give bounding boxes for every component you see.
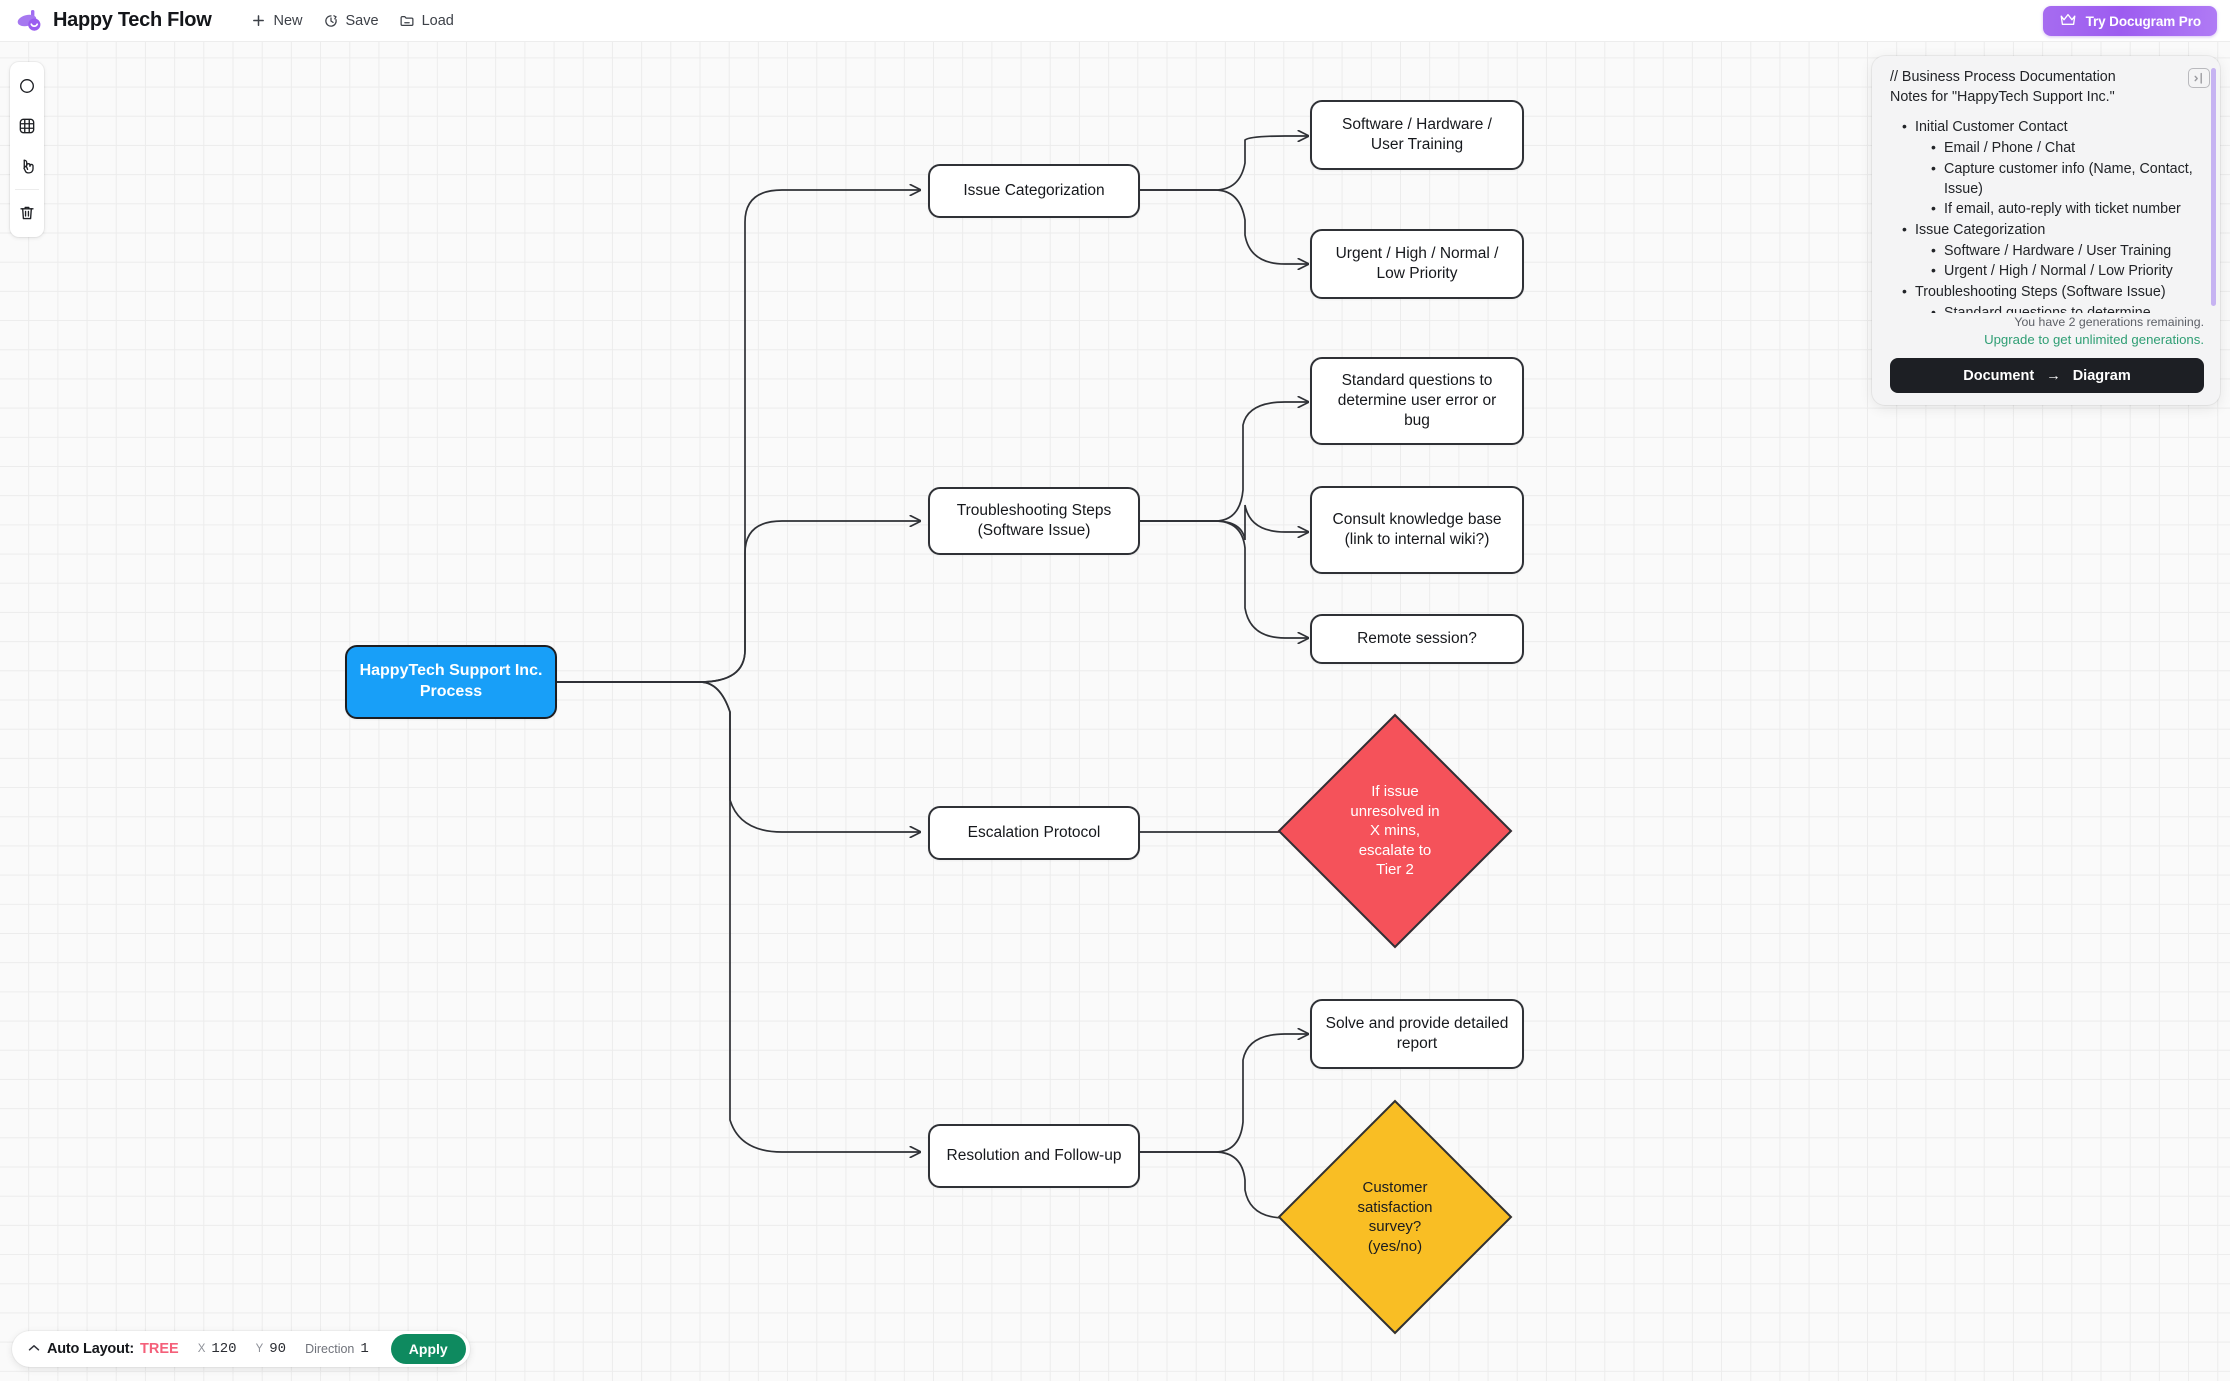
notes-scrollbar[interactable] <box>2211 68 2216 306</box>
load-button[interactable]: Load <box>389 8 464 34</box>
node-decision-survey[interactable]: Customer satisfaction survey? (yes/no) <box>1277 1099 1513 1335</box>
toolbar-divider <box>15 189 39 190</box>
auto-layout-x-field: X 120 <box>198 1341 237 1357</box>
outline-subitem: Urgent / High / Normal / Low Priority <box>1929 261 2196 282</box>
outline-item: Initial Customer Contact Email / Phone /… <box>1900 117 2196 220</box>
outline-item: Troubleshooting Steps (Software Issue) S… <box>1900 282 2196 313</box>
new-button-label: New <box>273 12 303 29</box>
auto-layout-bar: Auto Layout: TREE X 120 Y 90 Direction 1… <box>12 1331 470 1367</box>
auto-layout-y-field: Y 90 <box>256 1341 286 1357</box>
decision-survey-label: Customer satisfaction survey? (yes/no) <box>1357 1179 1433 1255</box>
outline-label: Troubleshooting Steps (Software Issue) <box>1915 284 2166 301</box>
app-header: Happy Tech Flow New Save <box>0 0 2230 42</box>
page-title: Happy Tech Flow <box>53 9 212 31</box>
node-resolution-followup[interactable]: Resolution and Follow-up <box>928 1124 1140 1188</box>
notes-content: // Business Process Documentation Notes … <box>1890 68 2204 313</box>
pro-button-label: Try Docugram Pro <box>2085 13 2202 29</box>
plus-icon <box>251 13 266 28</box>
outline-subitem: Email / Phone / Chat <box>1929 138 2196 159</box>
node-escalation-protocol[interactable]: Escalation Protocol <box>928 806 1140 860</box>
decision-escalate-label: If issue unresolved in X mins, escalate … <box>1350 783 1440 879</box>
shape-toolbar <box>10 62 44 237</box>
notes-heading: // Business Process Documentation Notes … <box>1890 68 2196 107</box>
auto-layout-label: Auto Layout: <box>47 1341 135 1357</box>
try-docugram-pro-button[interactable]: Try Docugram Pro <box>2042 6 2217 36</box>
crown-icon <box>2059 12 2077 30</box>
outline-label: Initial Customer Contact <box>1915 119 2068 136</box>
circle-icon[interactable] <box>10 66 44 106</box>
save-button[interactable]: Save <box>313 8 389 34</box>
outline-item: Issue Categorization Software / Hardware… <box>1900 220 2196 282</box>
direction-value-input[interactable]: 1 <box>360 1341 369 1357</box>
notes-heading-line2: Notes for "HappyTech Support Inc." <box>1890 88 2115 105</box>
outline-sublist: Software / Hardware / User Training Urge… <box>1915 241 2196 282</box>
node-troubleshooting-steps[interactable]: Troubleshooting Steps (Software Issue) <box>928 487 1140 555</box>
folder-icon <box>399 13 415 29</box>
trash-icon[interactable] <box>10 193 44 233</box>
upgrade-link[interactable]: Upgrade to get unlimited generations. <box>1984 332 2204 347</box>
auto-layout-mode[interactable]: TREE <box>140 1341 179 1357</box>
node-priority-levels[interactable]: Urgent / High / Normal / Low Priority <box>1310 229 1524 299</box>
node-consult-knowledge-base[interactable]: Consult knowledge base (link to internal… <box>1310 486 1524 574</box>
new-button[interactable]: New <box>241 8 312 34</box>
node-issue-categorization[interactable]: Issue Categorization <box>928 164 1140 218</box>
node-decision-escalate[interactable]: If issue unresolved in X mins, escalate … <box>1277 713 1513 949</box>
document-to-diagram-button[interactable]: Document → Diagram <box>1890 358 2204 393</box>
cta-left-label: Document <box>1963 367 2035 384</box>
outline-label: Issue Categorization <box>1915 222 2046 239</box>
outline-subitem: If email, auto-reply with ticket number <box>1929 199 2196 220</box>
x-key-label: X <box>197 1343 206 1355</box>
cta-right-label: Diagram <box>2072 367 2131 384</box>
arrow-right-icon: → <box>2046 367 2061 384</box>
direction-key-label: Direction <box>305 1342 355 1356</box>
load-button-label: Load <box>421 12 454 29</box>
node-solve-detailed-report[interactable]: Solve and provide detailed report <box>1310 999 1524 1069</box>
apply-button[interactable]: Apply <box>390 1334 466 1364</box>
outline-sublist: Email / Phone / Chat Capture customer in… <box>1915 138 2196 220</box>
x-value-input[interactable]: 120 <box>211 1341 237 1357</box>
happy-tech-logo-icon <box>14 6 44 36</box>
outline-sublist: Standard questions to determine <box>1915 303 2196 313</box>
save-clock-icon <box>323 13 339 29</box>
panel-collapse-icon[interactable] <box>2188 68 2210 88</box>
y-value-input[interactable]: 90 <box>269 1341 287 1357</box>
outline-subitem: Software / Hardware / User Training <box>1929 241 2196 262</box>
cursor-hand-icon[interactable] <box>10 146 44 186</box>
chevron-up-icon[interactable] <box>28 1343 40 1355</box>
generations-remaining-note: You have 2 generations remaining. <box>2014 315 2204 329</box>
notes-heading-line1: // Business Process Documentation <box>1890 69 2116 85</box>
grid-icon[interactable] <box>10 106 44 146</box>
save-button-label: Save <box>345 12 379 29</box>
documentation-notes-panel: // Business Process Documentation Notes … <box>1872 56 2220 405</box>
auto-layout-direction-field: Direction 1 <box>305 1341 369 1357</box>
node-remote-session[interactable]: Remote session? <box>1310 614 1524 664</box>
outline-subitem: Standard questions to determine <box>1929 303 2196 313</box>
node-standard-questions[interactable]: Standard questions to determine user err… <box>1310 357 1524 445</box>
notes-outline: Initial Customer Contact Email / Phone /… <box>1890 117 2196 313</box>
node-root[interactable]: HappyTech Support Inc. Process <box>345 645 557 719</box>
outline-subitem: Capture customer info (Name, Contact, Is… <box>1929 159 2196 199</box>
y-key-label: Y <box>255 1343 264 1355</box>
node-software-hardware-training[interactable]: Software / Hardware / User Training <box>1310 100 1524 170</box>
